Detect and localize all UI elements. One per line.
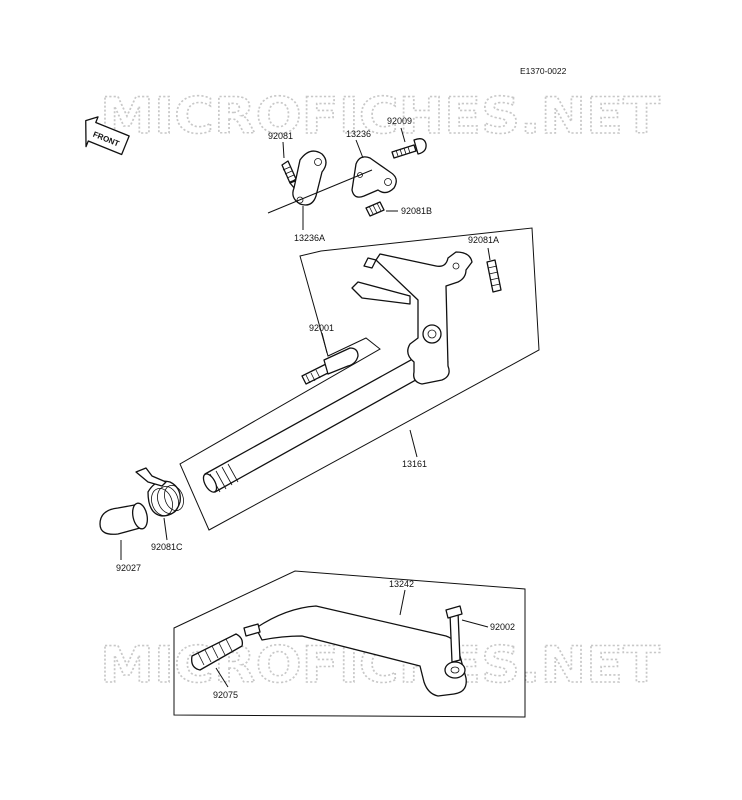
- shift-pedal-13242: [243, 605, 467, 697]
- part-label-13236A: 13236A: [294, 233, 325, 243]
- shift-arm-assembly: [351, 251, 473, 385]
- pedal-assembly-frame: [173, 570, 526, 718]
- diagram-code: E1370-0022: [520, 66, 567, 76]
- part-label-92081A: 92081A: [468, 235, 499, 245]
- part-label-92081: 92081: [268, 131, 293, 141]
- spring-92081A: [486, 259, 502, 293]
- leader-13242: [399, 589, 406, 616]
- leader-92002: [461, 619, 489, 628]
- leader-92009: [400, 127, 406, 143]
- part-label-92009: 92009: [387, 116, 412, 126]
- leader-92081A: [487, 247, 491, 261]
- front-arrow-icon: FRONT: [85, 116, 130, 156]
- leader-13236: [355, 139, 364, 159]
- bolt-92002: [445, 605, 463, 663]
- part-label-13242: 13242: [389, 579, 414, 589]
- part-label-13236: 13236: [346, 129, 371, 139]
- part-label-92081C: 92081C: [151, 542, 183, 552]
- plate-13236: [351, 156, 397, 198]
- shaft-axis-line: [267, 169, 373, 214]
- leader-13161: [409, 429, 418, 458]
- collar-92027: [99, 502, 149, 535]
- bolt-92009: [391, 138, 427, 159]
- part-label-92027: 92027: [116, 563, 141, 573]
- part-label-92081B: 92081B: [401, 206, 432, 216]
- part-label-13161: 13161: [402, 459, 427, 469]
- shaft-assembly-frame: [179, 227, 540, 531]
- part-label-92001: 92001: [309, 323, 334, 333]
- spring-92081B: [365, 201, 385, 217]
- bolt-92001: [301, 347, 359, 385]
- part-label-92075: 92075: [213, 690, 238, 700]
- leader-92081C: [163, 517, 168, 541]
- watermark-top: MICROFICHES.NET: [100, 87, 660, 145]
- pedal-rubber-92075: [191, 633, 244, 671]
- part-label-92002: 92002: [490, 622, 515, 632]
- spring-92081C: [135, 467, 184, 517]
- plate-13236A: [292, 150, 327, 206]
- leader-92001: [321, 332, 328, 354]
- leader-92075: [215, 667, 229, 688]
- leader-92081: [282, 141, 285, 159]
